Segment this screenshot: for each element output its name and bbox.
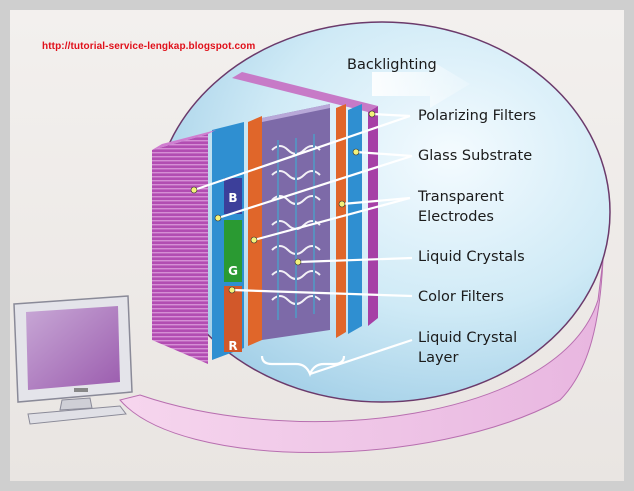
leader-dots bbox=[190, 110, 376, 294]
front-electrode bbox=[248, 116, 262, 346]
color-filter-b bbox=[224, 178, 242, 214]
color-filter-g bbox=[224, 220, 242, 282]
back-polarizer bbox=[368, 106, 378, 326]
label-liquid-crystal-layer-line1: Liquid Crystal bbox=[418, 330, 517, 346]
label-transparent-electrodes-line1: Transparent bbox=[417, 189, 504, 205]
front-polarizer bbox=[152, 134, 208, 364]
label-liquid-crystals: Liquid Crystals bbox=[418, 249, 525, 265]
label-color-filters: Color Filters bbox=[418, 289, 504, 305]
subpixel-g: G bbox=[228, 264, 238, 278]
label-backlighting: Backlighting bbox=[347, 57, 437, 73]
callout-lines bbox=[193, 112, 413, 377]
back-electrode bbox=[336, 104, 346, 338]
label-transparent-electrodes-line2: Electrodes bbox=[418, 209, 494, 225]
subpixel-r: R bbox=[228, 339, 237, 353]
backlighting-arrow-icon bbox=[372, 60, 470, 108]
color-filter-r bbox=[224, 286, 242, 352]
magnify-beam bbox=[119, 259, 604, 453]
label-polarizing-filters: Polarizing Filters bbox=[418, 108, 536, 124]
label-glass-substrate: Glass Substrate bbox=[418, 148, 532, 164]
source-url: http://tutorial-service-lengkap.blogspot… bbox=[42, 41, 256, 52]
subpixel-b: B bbox=[228, 191, 237, 205]
label-liquid-crystal-layer-line2: Layer bbox=[418, 350, 458, 366]
monitor-icon bbox=[13, 295, 133, 425]
back-glass bbox=[348, 104, 362, 334]
monitor-screen bbox=[26, 306, 120, 390]
